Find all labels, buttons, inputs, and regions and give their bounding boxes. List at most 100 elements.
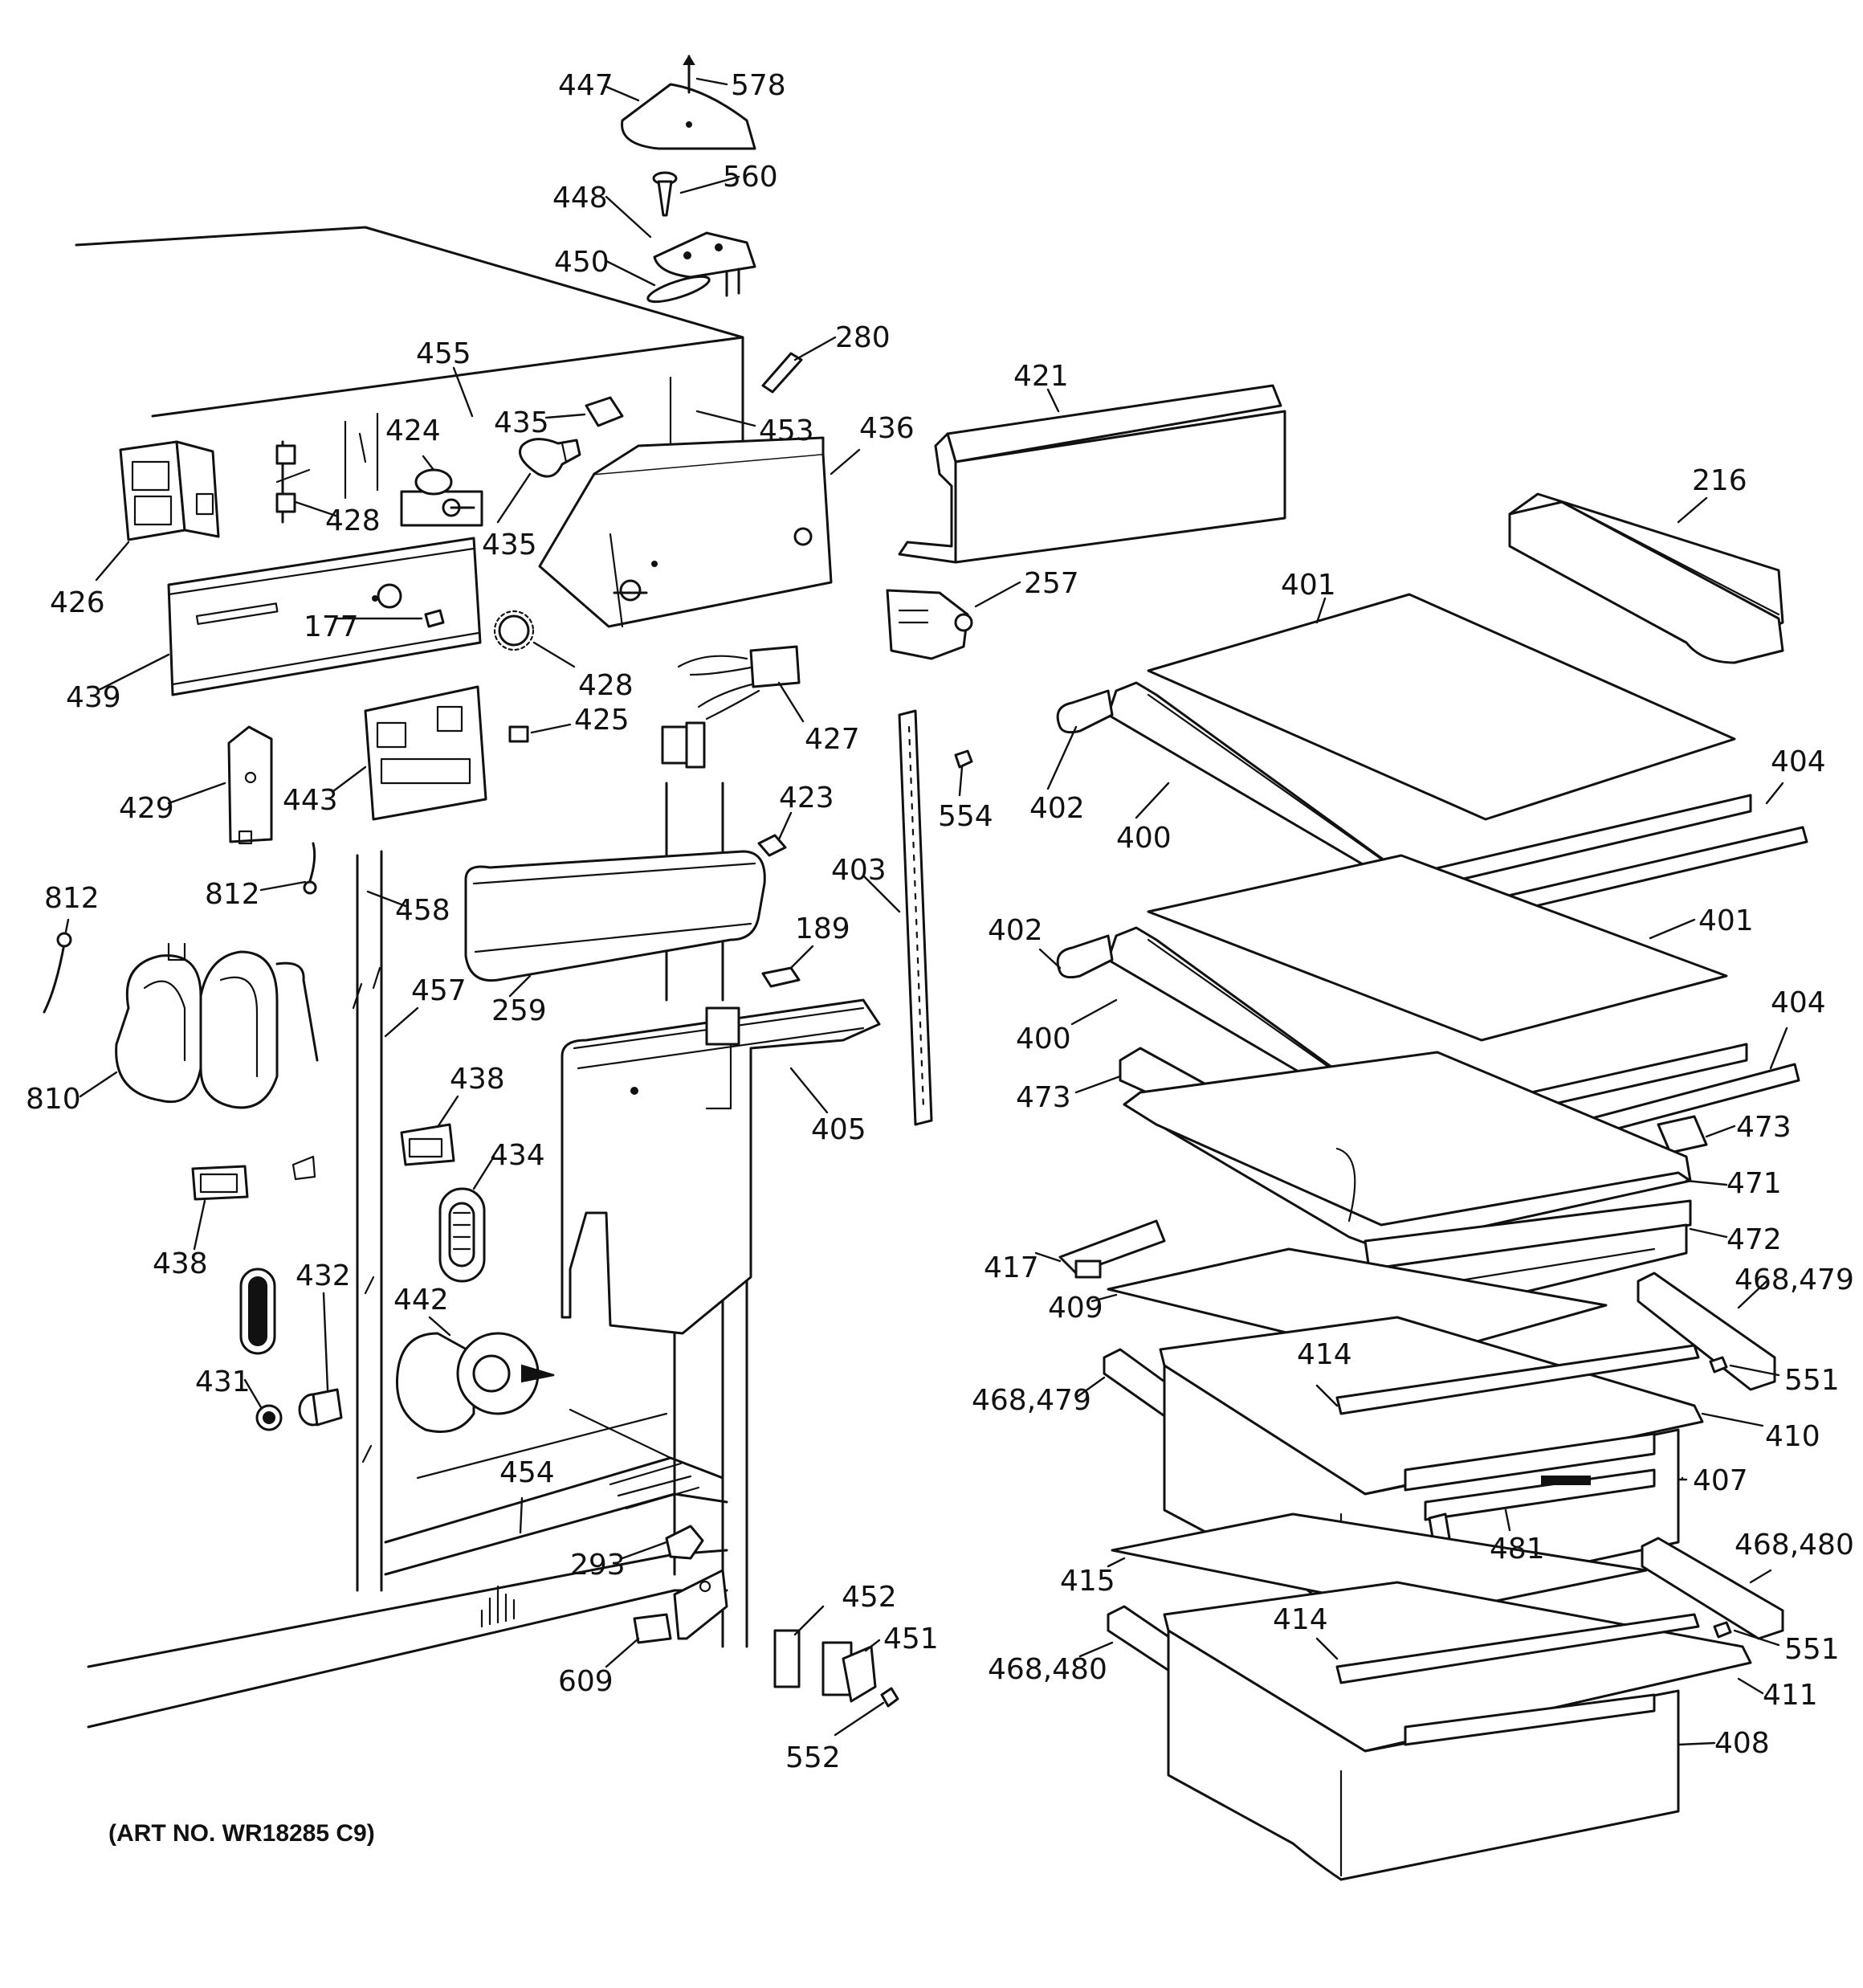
pan-cover-471 (1123, 1051, 1692, 1251)
cover-438b (191, 1155, 316, 1201)
callout-432: 432 (296, 1259, 351, 1292)
part-432 (298, 1388, 343, 1427)
callout-435-top: 435 (494, 406, 549, 439)
callout-177: 177 (304, 610, 359, 643)
cover-438a (400, 1123, 455, 1166)
callout-257: 257 (1024, 567, 1079, 600)
screw-552 (880, 1687, 899, 1708)
callout-473-left: 473 (1016, 1081, 1071, 1114)
bin-216 (1508, 492, 1784, 664)
rail-468-480a (1641, 1537, 1784, 1640)
clip-293 (665, 1525, 704, 1560)
tube-812a (303, 842, 317, 895)
callout-415: 415 (1060, 1565, 1115, 1598)
part-425 (508, 725, 529, 743)
heater-810 (115, 942, 319, 1109)
callout-481: 481 (1490, 1533, 1545, 1565)
callout-427: 427 (805, 723, 860, 756)
callout-468-479-right: 468,479 (1735, 1263, 1854, 1296)
part-280 (761, 352, 803, 394)
callout-471: 471 (1726, 1167, 1782, 1200)
callout-421: 421 (1013, 360, 1069, 393)
callout-447: 447 (558, 69, 614, 102)
screw-551a (1709, 1356, 1728, 1374)
callout-454: 454 (499, 1456, 555, 1489)
callout-429: 429 (119, 792, 174, 825)
callout-293: 293 (570, 1549, 626, 1582)
callout-407: 407 (1693, 1464, 1748, 1497)
callout-439: 439 (66, 681, 121, 714)
callout-400-lower: 400 (1016, 1023, 1071, 1055)
part-435a (585, 396, 624, 427)
callout-457: 457 (411, 974, 467, 1007)
tube-812b (43, 932, 72, 1014)
light-shield-436 (538, 436, 833, 628)
callout-431: 431 (195, 1365, 251, 1398)
fan-assembly-442 (395, 1332, 555, 1433)
callout-609: 609 (558, 1665, 614, 1698)
plate-452 (773, 1629, 801, 1688)
shelf-glass-401a (1147, 593, 1736, 821)
bracket-439 (167, 537, 482, 696)
damper-259 (464, 850, 766, 982)
leader-lines (64, 77, 1788, 1746)
light-socket-426 (119, 440, 220, 541)
callout-216: 216 (1692, 464, 1747, 497)
gear-428b (493, 610, 535, 651)
hinge-448 (653, 231, 756, 297)
callout-405: 405 (811, 1113, 866, 1146)
handle-414a (1335, 1344, 1700, 1415)
callout-417: 417 (984, 1251, 1039, 1284)
callout-812-right: 812 (205, 878, 260, 911)
part-423 (757, 834, 787, 857)
shelf-bracket-402b (1056, 934, 1114, 979)
screw-554 (954, 749, 973, 769)
callout-424: 424 (385, 414, 441, 447)
callout-411: 411 (1763, 1679, 1818, 1712)
callout-189: 189 (795, 912, 850, 945)
callout-423: 423 (779, 782, 834, 814)
slide-417 (1058, 1219, 1166, 1279)
callout-403: 403 (831, 854, 887, 887)
wiring-harness-427 (661, 645, 801, 769)
callout-468-480-right: 468,480 (1735, 1529, 1854, 1561)
duct-cover-405 (561, 998, 881, 1335)
lamp-bulb-435b (519, 438, 581, 478)
callout-552: 552 (785, 1741, 841, 1774)
screw-177 (424, 609, 445, 628)
callout-450: 450 (554, 246, 609, 279)
callout-436: 436 (859, 412, 915, 445)
callout-554: 554 (938, 800, 993, 833)
callout-468-479-left: 468,479 (972, 1384, 1091, 1417)
callout-442: 442 (393, 1284, 449, 1316)
callout-452: 452 (842, 1581, 897, 1614)
callout-448: 448 (552, 182, 608, 214)
callout-409: 409 (1048, 1292, 1103, 1325)
drawer-408 (1167, 1629, 1680, 1881)
rail-403 (898, 709, 933, 1126)
callout-551-upper: 551 (1784, 1364, 1840, 1397)
callout-434: 434 (490, 1139, 545, 1172)
bracket-429 (227, 725, 273, 845)
callout-401-upper: 401 (1281, 569, 1336, 602)
callout-578: 578 (731, 69, 786, 102)
callout-426: 426 (50, 586, 105, 619)
callout-438-upper: 438 (450, 1063, 505, 1096)
callout-401-lower: 401 (1698, 904, 1754, 937)
control-257 (886, 589, 973, 660)
callout-438-lower: 438 (153, 1247, 208, 1280)
thermostat-424 (400, 468, 483, 527)
callout-458: 458 (395, 894, 450, 927)
part-609 (633, 1613, 672, 1644)
callout-473-right: 473 (1736, 1111, 1792, 1144)
screw-578 (683, 55, 695, 94)
shim-450 (646, 275, 711, 304)
callout-280: 280 (835, 321, 891, 354)
callout-435-bulb: 435 (482, 529, 537, 561)
floor-hatch (480, 1585, 516, 1628)
callout-812-left: 812 (44, 882, 100, 915)
handle-414b (1335, 1613, 1700, 1684)
callout-408: 408 (1714, 1727, 1770, 1760)
switch-bracket-428a (275, 440, 311, 524)
callout-551-lower: 551 (1784, 1633, 1840, 1666)
